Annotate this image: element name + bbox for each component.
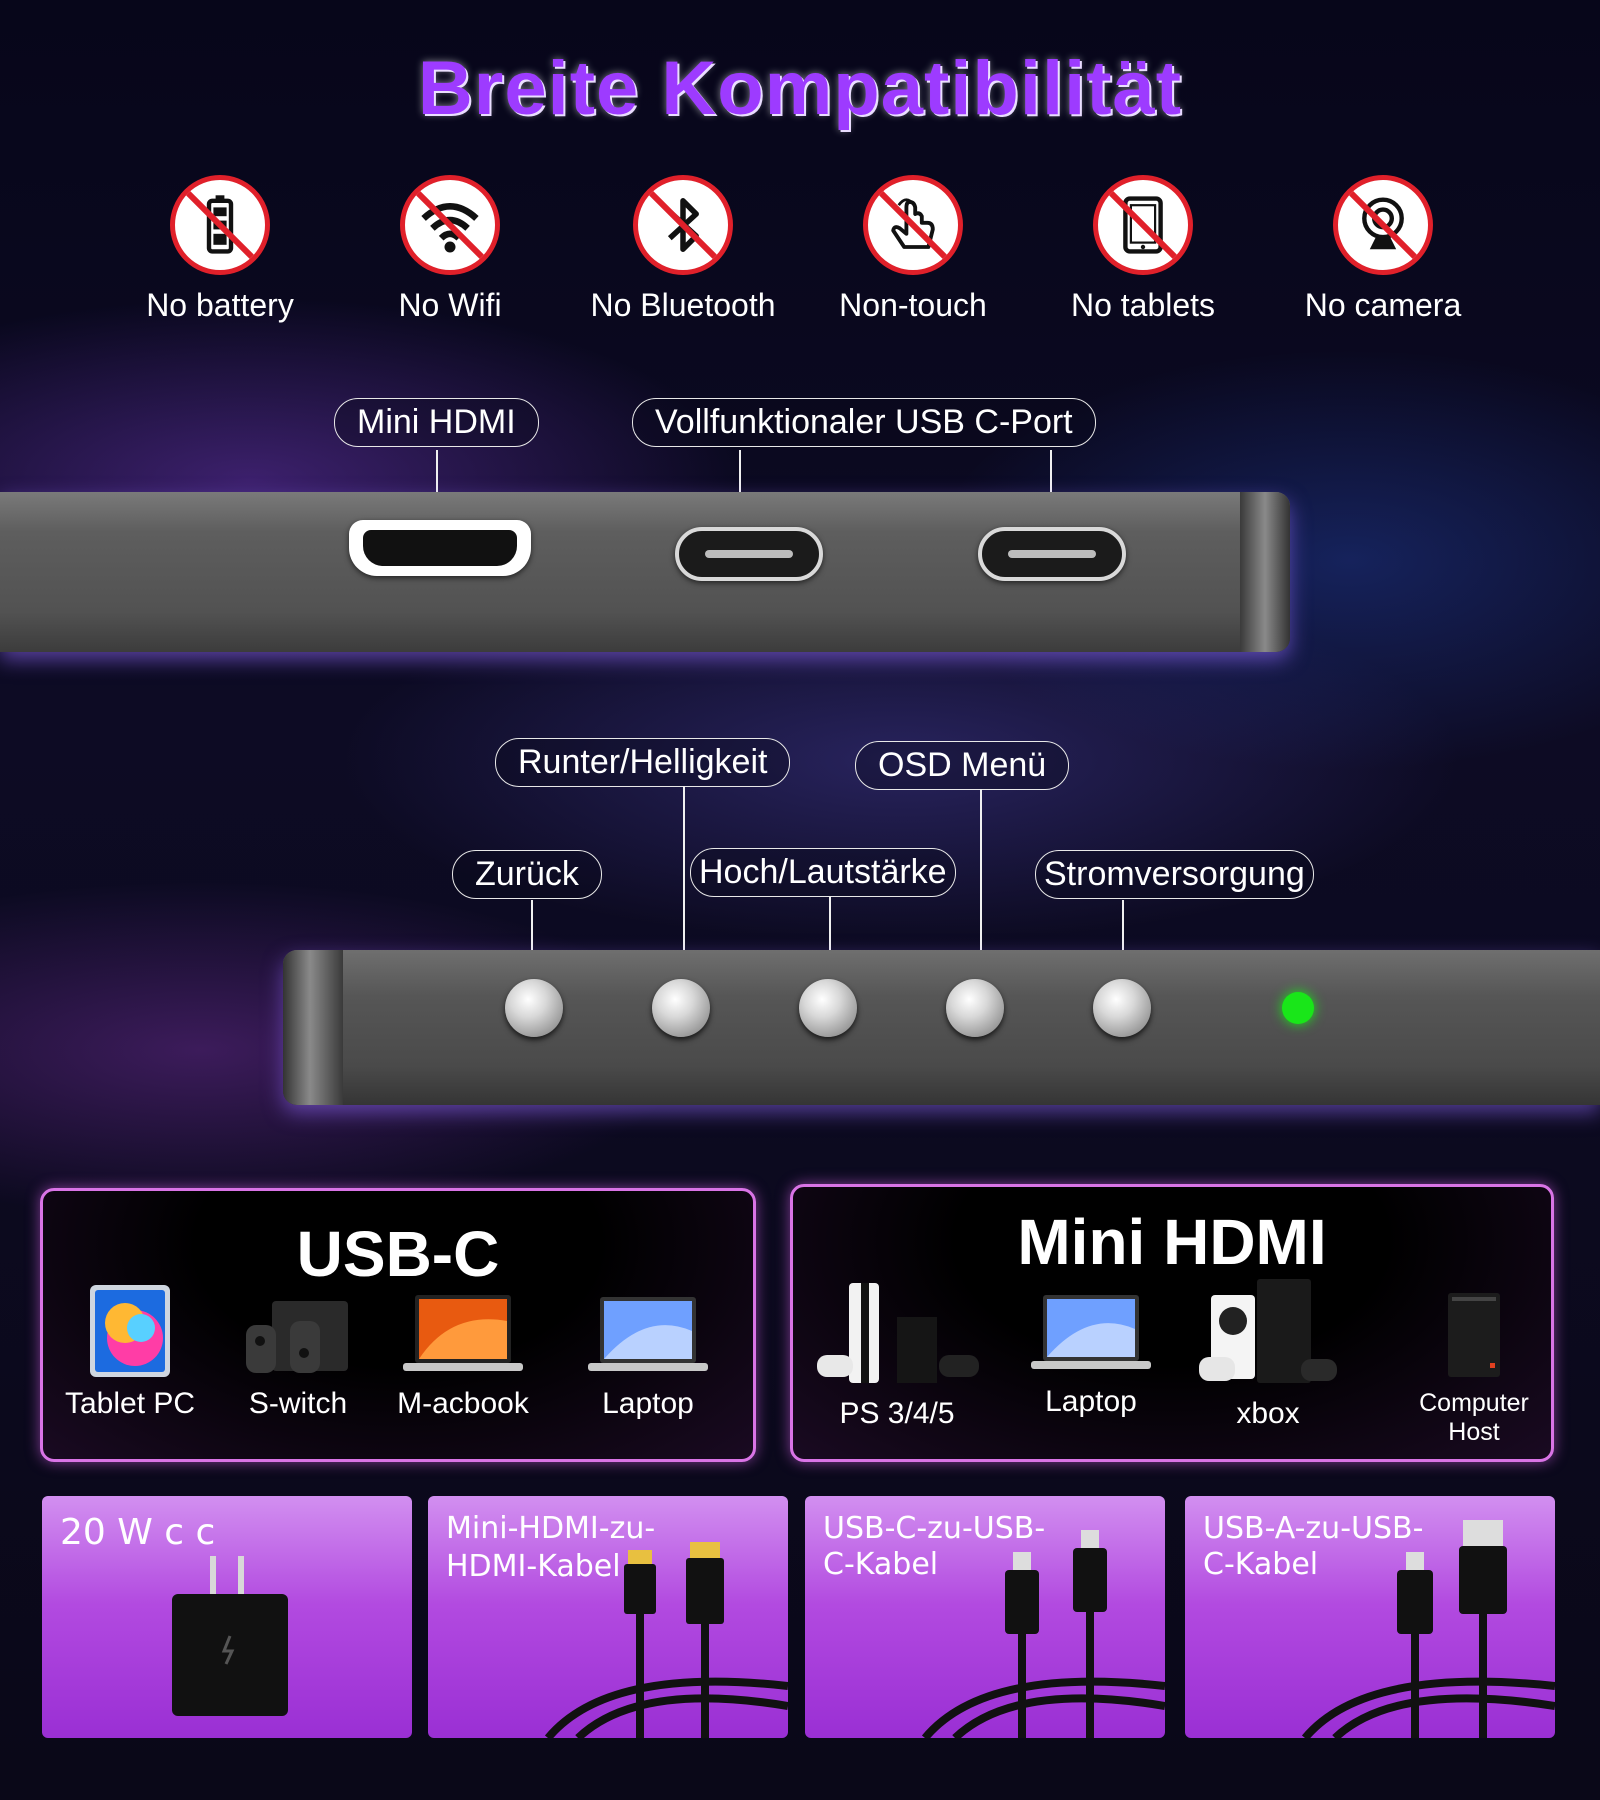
accessory-charger: 20 W c c <box>42 1496 412 1738</box>
wifi-icon <box>400 175 500 275</box>
osd-menu-label: OSD Menü <box>855 741 1070 790</box>
device-playstation: PS 3/4/5 <box>807 1277 987 1429</box>
device-label: xbox <box>1236 1397 1300 1430</box>
callout-line <box>1122 900 1124 962</box>
device-label: M-acbook <box>397 1387 529 1420</box>
feature-no-wifi: No Wifi <box>345 175 555 324</box>
callout-line <box>683 786 685 962</box>
device-computer-host: Computer Host <box>1399 1291 1549 1447</box>
tablet-icon <box>1093 175 1193 275</box>
power-label: Stromversorgung <box>1035 850 1314 899</box>
feature-no-battery: No battery <box>115 175 325 324</box>
xbox-console-icon <box>1199 1279 1337 1383</box>
down-brightness-label: Runter/Helligkeit <box>495 738 791 787</box>
feature-label: No Wifi <box>398 287 502 323</box>
charger-icon <box>172 1556 288 1716</box>
device-laptop: Laptop <box>1021 1289 1161 1417</box>
callout-line <box>829 897 831 962</box>
mini-hdmi-port <box>349 520 531 576</box>
accessory-mini-hdmi-cable: Mini-HDMI-zu- HDMI-Kabel <box>428 1496 788 1738</box>
feature-label: Non-touch <box>839 287 987 323</box>
device-label: S-witch <box>248 1387 348 1420</box>
panel-title: Mini HDMI <box>1017 1206 1327 1278</box>
usbc-port-1 <box>675 527 823 581</box>
callout-line <box>739 450 741 527</box>
device-laptop: Laptop <box>578 1291 718 1419</box>
up-volume-label: Hoch/Lautstärke <box>690 848 956 897</box>
usbc-cable-icon <box>921 1530 1165 1738</box>
device-label: PS 3/4/5 <box>839 1397 955 1430</box>
accessory-label: 20 W c c <box>60 1512 216 1553</box>
usbc-compat-panel: USB-C Tablet PC S-witch M-acbook Laptop <box>40 1188 756 1462</box>
accessory-label: C-Kabel <box>823 1547 939 1582</box>
up-volume-button[interactable] <box>799 979 857 1037</box>
device-xbox: xbox <box>1193 1275 1343 1429</box>
laptop-orange-icon <box>403 1295 523 1371</box>
accessory-label: Mini-HDMI-zu- <box>446 1511 656 1546</box>
hdmi-cable-icon <box>544 1542 788 1738</box>
tablet-device-icon <box>90 1285 170 1377</box>
feature-label: No Bluetooth <box>590 287 776 323</box>
device-label: Host <box>1448 1417 1500 1446</box>
feature-label: No battery <box>146 287 294 323</box>
hdmi-compat-panel: Mini HDMI PS 3/4/5 Laptop xbox Computer … <box>790 1184 1554 1462</box>
down-brightness-button[interactable] <box>652 979 710 1037</box>
accessory-usbc-cable: USB-C-zu-USB- C-Kabel <box>805 1496 1165 1738</box>
feature-label: No camera <box>1304 287 1462 323</box>
device-tablet: Tablet PC <box>65 1283 195 1419</box>
page-title: Breite Kompatibilität <box>417 46 1183 131</box>
feature-no-tablets: No tablets <box>1038 175 1248 324</box>
usba-cable-icon <box>1301 1520 1555 1738</box>
device-label: Computer <box>1419 1389 1529 1417</box>
webcam-icon <box>1333 175 1433 275</box>
accessory-usba-cable: USB-A-zu-USB- C-Kabel <box>1185 1496 1555 1738</box>
pc-tower-icon <box>1448 1293 1500 1377</box>
callout-line <box>980 789 982 962</box>
device-switch: S-witch <box>238 1291 358 1419</box>
game-console-icon <box>246 1301 348 1373</box>
usbc-port-2 <box>978 527 1126 581</box>
power-indicator-led <box>1282 992 1314 1024</box>
bluetooth-icon <box>633 175 733 275</box>
feature-no-camera: No camera <box>1278 175 1488 324</box>
touch-hand-icon <box>863 175 963 275</box>
device-macbook: M-acbook <box>393 1291 533 1419</box>
osd-menu-button[interactable] <box>946 979 1004 1037</box>
callout-line <box>531 900 533 962</box>
callout-line <box>1050 450 1052 527</box>
callout-line <box>436 450 438 520</box>
mini-hdmi-label: Mini HDMI <box>334 398 539 447</box>
laptop-icon <box>588 1297 708 1371</box>
monitor-side-edge-buttons <box>283 950 1600 1105</box>
playstation-console-icon <box>817 1283 979 1383</box>
battery-icon <box>170 175 270 275</box>
feature-label: No tablets <box>1070 287 1216 323</box>
device-label: Laptop <box>602 1387 694 1420</box>
accessory-label: HDMI-Kabel <box>446 1549 621 1584</box>
accessory-label: USB-A-zu-USB- <box>1203 1511 1424 1546</box>
laptop-icon <box>1031 1295 1151 1369</box>
back-button[interactable] <box>505 979 563 1037</box>
feature-non-touch: Non-touch <box>808 175 1018 324</box>
power-button[interactable] <box>1093 979 1151 1037</box>
device-label: Tablet PC <box>65 1387 196 1420</box>
accessory-label: USB-C-zu-USB- <box>823 1511 1046 1546</box>
device-label: Laptop <box>1045 1385 1137 1418</box>
back-label: Zurück <box>452 850 602 899</box>
panel-title: USB-C <box>296 1218 500 1290</box>
usbc-port-label: Vollfunktionaler USB C-Port <box>632 398 1096 447</box>
feature-no-bluetooth: No Bluetooth <box>578 175 788 324</box>
accessory-label: C-Kabel <box>1203 1547 1319 1582</box>
